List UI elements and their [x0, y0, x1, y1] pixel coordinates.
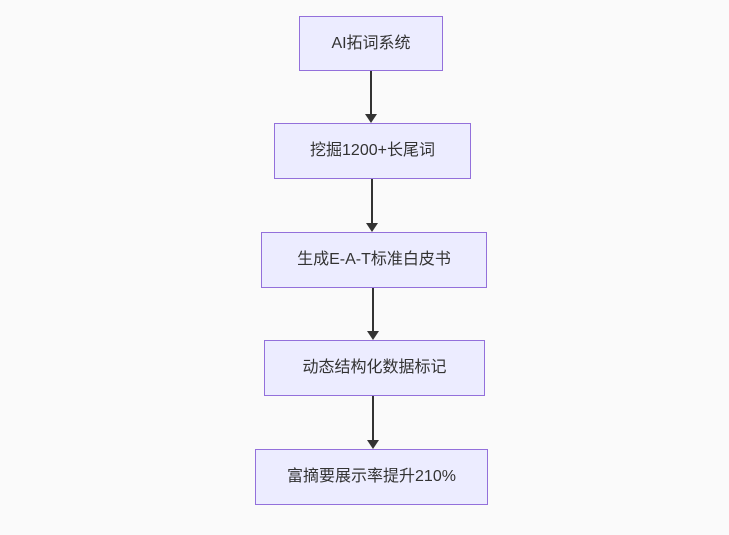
- arrow-head-icon: [366, 223, 378, 232]
- flow-node-eat-whitepaper: 生成E-A-T标准白皮书: [261, 232, 487, 288]
- flow-node-ai-keyword-system: AI拓词系统: [299, 16, 443, 71]
- edge-arrow-1: [364, 71, 378, 123]
- edge-arrow-3: [366, 288, 380, 340]
- flow-node-rich-snippet-result: 富摘要展示率提升210%: [255, 449, 488, 505]
- flow-node-label: 动态结构化数据标记: [302, 359, 447, 377]
- edge-arrow-2: [365, 179, 379, 232]
- arrow-head-icon: [365, 114, 377, 123]
- flow-node-label: 富摘要展示率提升210%: [287, 468, 456, 486]
- arrow-head-icon: [367, 331, 379, 340]
- arrow-shaft: [372, 396, 374, 440]
- arrow-shaft: [371, 179, 373, 223]
- flow-node-label: 挖掘1200+长尾词: [310, 142, 435, 160]
- arrow-shaft: [370, 71, 372, 114]
- arrow-shaft: [372, 288, 374, 331]
- edge-arrow-4: [366, 396, 380, 449]
- flow-node-label: AI拓词系统: [331, 34, 411, 52]
- flow-node-structured-data-markup: 动态结构化数据标记: [264, 340, 485, 396]
- flow-node-longtail-mining: 挖掘1200+长尾词: [274, 123, 471, 179]
- flow-node-label: 生成E-A-T标准白皮书: [297, 251, 451, 269]
- arrow-head-icon: [367, 440, 379, 449]
